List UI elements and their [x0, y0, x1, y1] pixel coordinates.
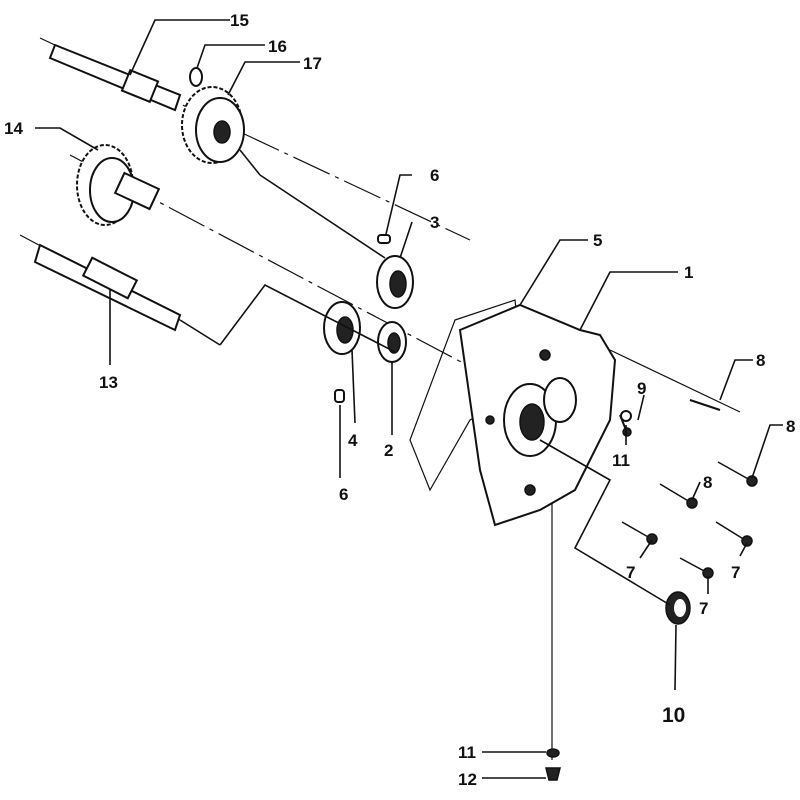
- center-axes: [19, 37, 741, 760]
- callout-13: 13: [99, 373, 118, 392]
- bearing-part-4: [323, 301, 361, 355]
- dowel-pin-part-6-upper: [377, 234, 391, 244]
- washer-part-11-b: [546, 748, 560, 758]
- callout-6-lower: 6: [339, 485, 348, 504]
- callout-2: 2: [384, 441, 393, 460]
- callout-15: 15: [230, 11, 249, 30]
- gear-part-14: [76, 144, 161, 226]
- transmission-cover-part-1: [458, 303, 617, 527]
- callout-16: 16: [268, 37, 287, 56]
- callout-17: 17: [303, 54, 322, 73]
- bolt-part-8-a: [689, 399, 721, 411]
- callout-labels: 15 16 17 14 6 3 5 1 13 4 2 6 8 9 11 8 8 …: [4, 11, 795, 789]
- bearing-part-2: [377, 321, 407, 363]
- callout-7-b: 7: [731, 563, 740, 582]
- callout-9: 9: [637, 379, 646, 398]
- shaft-part-13: [33, 243, 182, 332]
- gear-part-17: [181, 86, 245, 164]
- callout-8-b: 8: [786, 417, 795, 436]
- leader-lines: [35, 19, 783, 779]
- callout-11-a: 11: [612, 451, 630, 470]
- drain-bolt-part-12: [545, 767, 561, 781]
- callout-12: 12: [458, 770, 477, 789]
- callout-6-upper: 6: [430, 166, 439, 185]
- callout-4: 4: [348, 431, 358, 450]
- bolt-part-7-b: [715, 521, 753, 547]
- bolt-part-7-c: [679, 557, 714, 579]
- gasket-part-5: [409, 299, 526, 492]
- callout-10: 10: [662, 704, 685, 727]
- callout-1: 1: [684, 263, 693, 282]
- callout-5: 5: [593, 231, 602, 250]
- callout-8-a: 8: [756, 351, 765, 370]
- callout-7-a: 7: [626, 563, 635, 582]
- washer-part-11-a: [620, 410, 632, 422]
- bolt-part-7-a: [621, 521, 658, 545]
- o-ring-part-16: [189, 67, 203, 87]
- bolt-part-8-c: [659, 483, 698, 509]
- dowel-pin-part-6-lower: [334, 389, 345, 403]
- oil-seal-part-10: [665, 591, 691, 625]
- bolt-part-8-b: [717, 461, 758, 487]
- callout-11-b: 11: [458, 743, 476, 762]
- callout-8-c: 8: [703, 473, 712, 492]
- callout-14: 14: [4, 119, 23, 138]
- bearing-part-3: [376, 255, 414, 309]
- output-shaft-part-15: [48, 43, 182, 112]
- callout-7-c: 7: [699, 599, 708, 618]
- callout-3: 3: [430, 213, 439, 232]
